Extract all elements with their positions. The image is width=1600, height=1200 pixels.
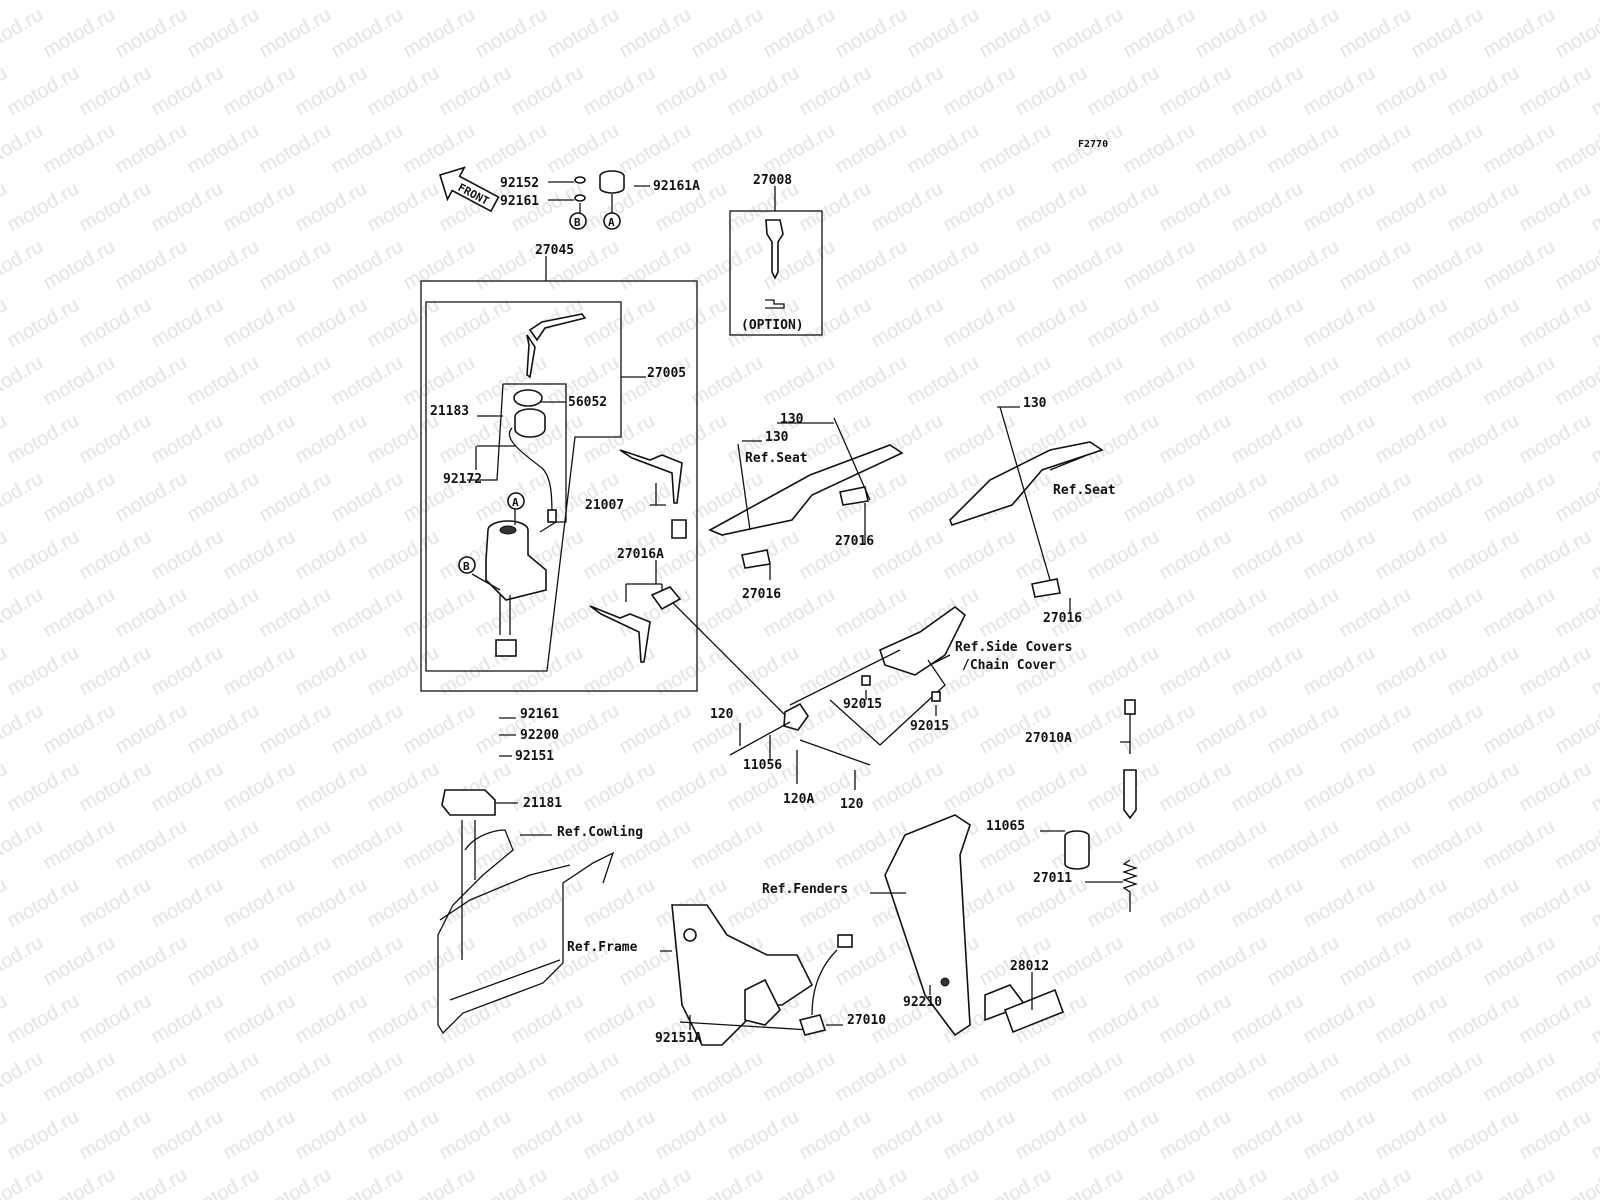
- svg-text:A: A: [512, 496, 519, 509]
- svg-text:B: B: [463, 560, 470, 573]
- part-label: 27010: [847, 1013, 886, 1028]
- part-label: 92161: [520, 707, 559, 722]
- option-box-27008: [729, 186, 823, 336]
- ref-label: Ref.Side Covers: [955, 640, 1072, 655]
- switch-27010A: [1064, 699, 1139, 912]
- part-label: 92151: [515, 749, 554, 764]
- part-label: 27016: [1043, 611, 1082, 626]
- assembly-box-27005: [425, 301, 622, 672]
- ref-label: Ref.Frame: [567, 940, 638, 955]
- side-cover-bracket: [729, 605, 967, 766]
- part-label: 92161A: [653, 179, 700, 194]
- part-label: 92015: [843, 697, 882, 712]
- part-label: 27010A: [1025, 731, 1072, 746]
- seat-bracket-left: [708, 417, 904, 569]
- part-label: 92172: [443, 472, 482, 487]
- ref-letter-b-mid: B: [458, 556, 476, 574]
- part-label: 130: [780, 412, 804, 427]
- washers-top: [574, 170, 625, 202]
- part-label: 27005: [647, 366, 686, 381]
- part-labels: F2770 92152 92161 92161A 27008 27045 (OP…: [430, 139, 1116, 1046]
- part-label: 92015: [910, 719, 949, 734]
- part-label: 92200: [520, 728, 559, 743]
- keys-27016A: [589, 583, 791, 721]
- part-label: 92161: [500, 194, 539, 209]
- part-label: 11056: [743, 758, 782, 773]
- part-label: 130: [1023, 396, 1047, 411]
- part-label: 27016A: [617, 547, 664, 562]
- part-label: 21183: [430, 404, 469, 419]
- part-label: 120: [710, 707, 734, 722]
- front-arrow-icon: FRONT: [439, 166, 500, 213]
- svg-text:A: A: [608, 216, 615, 229]
- frame-bracket: [671, 904, 853, 1046]
- part-label: 27011: [1033, 871, 1072, 886]
- assembly-box-27045: [420, 256, 698, 692]
- ref-label: /Chain Cover: [962, 658, 1056, 673]
- part-label: 120A: [783, 792, 814, 807]
- part-label: 56052: [568, 395, 607, 410]
- leader-lines: [471, 181, 1130, 1030]
- part-label: 28012: [1010, 959, 1049, 974]
- option-label: (OPTION): [741, 318, 804, 333]
- part-label: 27045: [535, 243, 574, 258]
- seat-bracket-right: [949, 406, 1104, 598]
- ref-label: Ref.Fenders: [762, 882, 848, 897]
- part-label: 21181: [523, 796, 562, 811]
- diagram-code: F2770: [1078, 139, 1108, 150]
- part-label: 21007: [585, 498, 624, 513]
- keys-27005: [526, 313, 587, 379]
- svg-text:B: B: [574, 216, 581, 229]
- part-label: 27008: [753, 173, 792, 188]
- cowling-bracket: [437, 789, 615, 1035]
- part-label: 130: [765, 430, 789, 445]
- ref-label: Ref.Seat: [1053, 483, 1116, 498]
- part-label: 27016: [835, 534, 874, 549]
- keys-21007: [619, 449, 687, 539]
- ignition-switch: [485, 389, 557, 657]
- ref-letter-a-top: A: [603, 212, 621, 230]
- part-label: 27016: [742, 587, 781, 602]
- ref-label: Ref.Cowling: [557, 825, 643, 840]
- ref-letter-a-mid: A: [507, 492, 525, 510]
- part-label: 92151A: [655, 1031, 702, 1046]
- ref-letter-b-top: B: [569, 212, 587, 230]
- part-label: 92210: [903, 995, 942, 1010]
- part-label: 120: [840, 797, 864, 812]
- rear-fender-bracket: [884, 814, 1065, 1037]
- ref-label: Ref.Seat: [745, 451, 808, 466]
- part-label: 11065: [986, 819, 1025, 834]
- part-label: 92152: [500, 176, 539, 191]
